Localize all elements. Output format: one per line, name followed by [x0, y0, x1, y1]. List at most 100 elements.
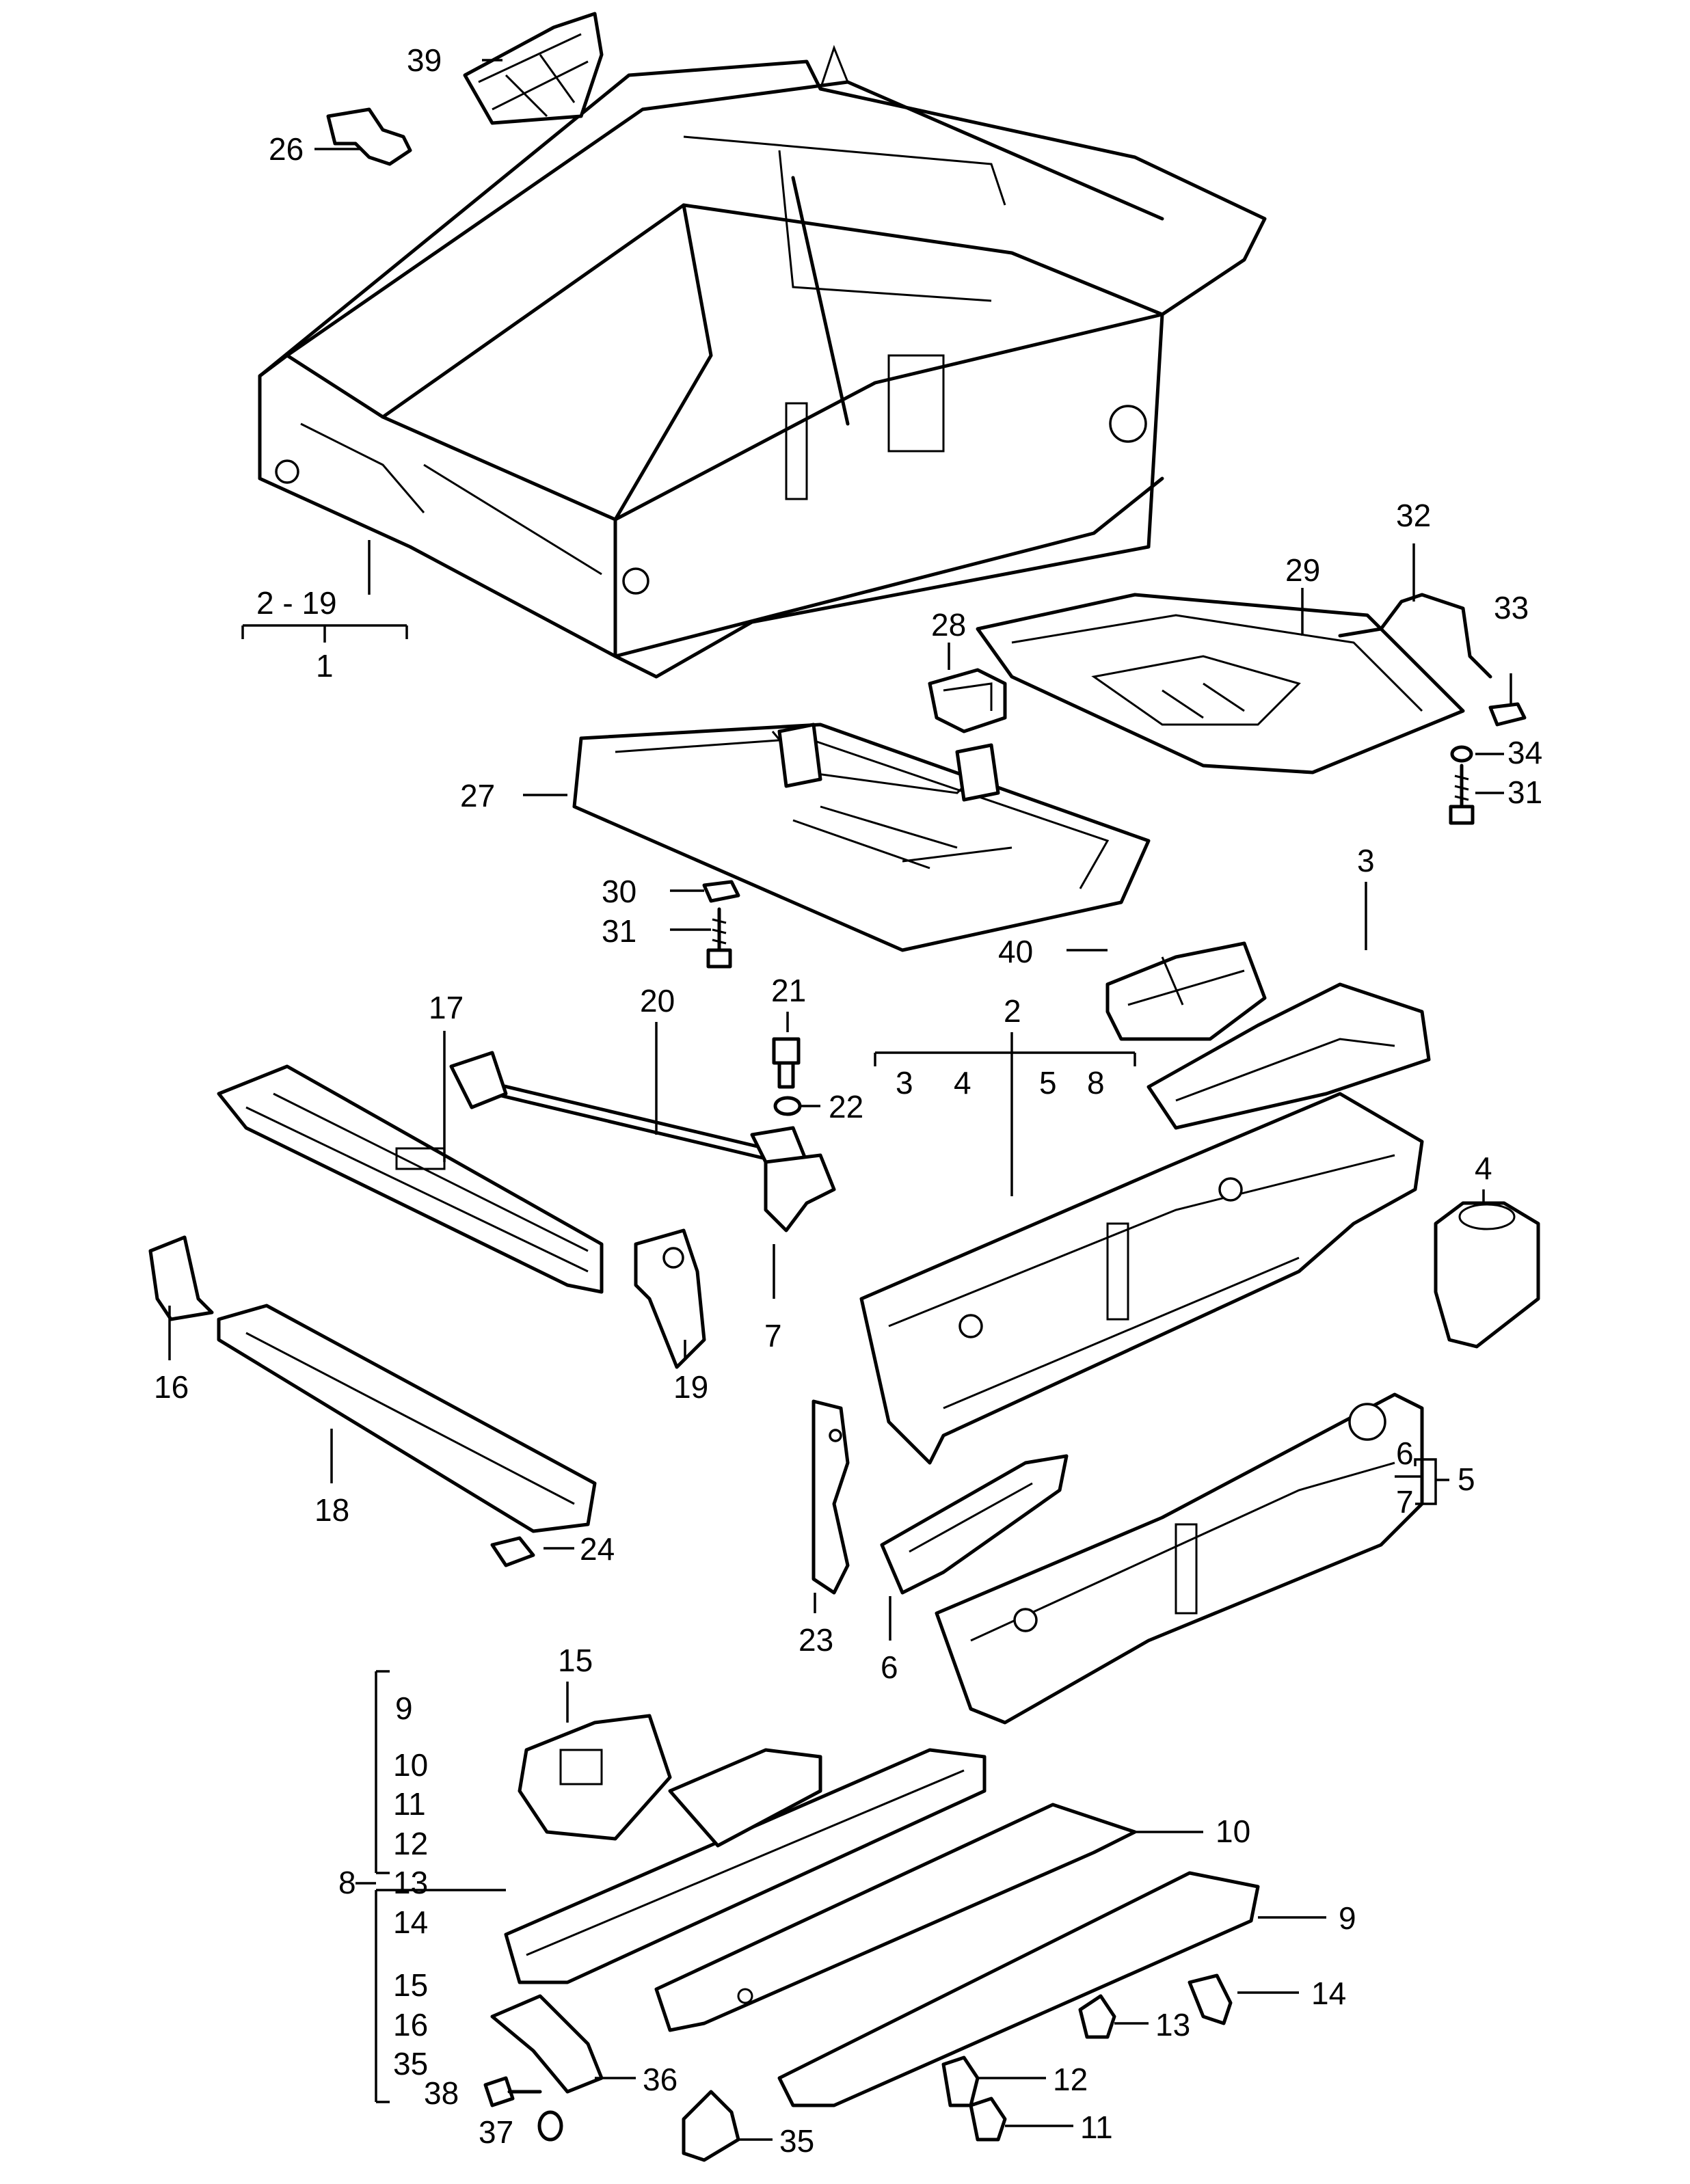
part-37-washer — [537, 2110, 563, 2142]
callout-2-sub-8: 8 — [1087, 1065, 1105, 1101]
callout-39: 39 — [407, 42, 442, 78]
part-13-cap — [1078, 1994, 1116, 2039]
part-21-bolt — [772, 1037, 801, 1089]
callout-31-lower: 31 — [602, 913, 636, 949]
callout-37: 37 — [479, 2114, 513, 2150]
callout-11: 11 — [1080, 2109, 1113, 2145]
part-7-bracket — [764, 1153, 836, 1232]
callout-22: 22 — [829, 1089, 863, 1124]
callout-36: 36 — [643, 2062, 678, 2097]
leader-lines — [168, 59, 1512, 2141]
part-3-panel — [1146, 982, 1431, 1130]
part-26-bracket — [326, 107, 412, 166]
callout-9: 9 — [1339, 1900, 1356, 1936]
part-10-rail — [654, 1803, 1137, 2032]
callout-2: 2 — [1004, 993, 1021, 1029]
callout-28: 28 — [931, 607, 966, 643]
callout-26: 26 — [269, 131, 304, 167]
part-2-side-member-assembly — [859, 1092, 1424, 1465]
callout-2-sub-5: 5 — [1039, 1065, 1057, 1101]
callout-7-upper: 7 — [764, 1318, 782, 1353]
callout-13: 13 — [1155, 2007, 1190, 2043]
callout-17: 17 — [429, 990, 464, 1025]
part-17-crossmember — [217, 1064, 604, 1294]
part-38-bolt — [483, 2076, 542, 2107]
part-29-floor-panel — [976, 593, 1465, 774]
part-24-nut — [490, 1536, 535, 1567]
callout-12: 12 — [1053, 2062, 1088, 2097]
callout-2-19: 2 - 19 — [256, 585, 337, 621]
callout-8-sub-15: 15 — [393, 1967, 428, 2003]
part-11-cap — [969, 2097, 1007, 2142]
callout-10: 10 — [1216, 1814, 1250, 1849]
part-36-bracket — [490, 1994, 604, 2094]
part-33-clip — [1488, 702, 1527, 727]
callout-8-sub-10: 10 — [393, 1747, 428, 1783]
part-19-bracket — [634, 1228, 706, 1369]
callout-5-sub-6: 6 — [1396, 1435, 1414, 1471]
part-4-strut-tower — [1434, 1201, 1540, 1349]
callout-5-sub-7: 7 — [1396, 1484, 1414, 1520]
callout-34: 34 — [1507, 735, 1542, 770]
callout-8-sub-35: 35 — [393, 2046, 428, 2081]
part-35-bracket — [682, 2090, 740, 2162]
callout-32: 32 — [1396, 498, 1431, 533]
callout-8-sub-9: 9 — [395, 1690, 413, 1726]
part-23-plate — [812, 1399, 850, 1595]
callout-18: 18 — [314, 1492, 349, 1528]
callout-40: 40 — [998, 934, 1033, 969]
callout-24: 24 — [580, 1531, 615, 1567]
callout-35: 35 — [779, 2123, 814, 2159]
callout-8-sub-14: 14 — [393, 1904, 428, 1940]
callout-4: 4 — [1475, 1150, 1492, 1186]
part-31-screw-upper — [1449, 764, 1475, 825]
callout-8-sub-16: 16 — [393, 2007, 428, 2043]
callout-29: 29 — [1285, 552, 1320, 588]
callout-8: 8 — [338, 1865, 356, 1900]
part-6-member — [880, 1454, 1069, 1595]
callout-14: 14 — [1311, 1976, 1346, 2011]
part-16-bracket — [148, 1235, 214, 1321]
callout-2-sub-4: 4 — [954, 1065, 971, 1101]
part-15-bracket — [518, 1714, 672, 1841]
callout-23: 23 — [799, 1622, 833, 1658]
part-22-washer — [773, 1096, 802, 1116]
part-20-tie-rod — [449, 1051, 809, 1178]
callout-2-sub-3: 3 — [896, 1065, 913, 1101]
part-40-reinforcement — [1105, 941, 1267, 1041]
part-18-crossmember — [217, 1304, 597, 1533]
part-34-washer — [1450, 745, 1473, 763]
part-28-mount — [928, 668, 1007, 733]
callout-27: 27 — [460, 778, 495, 813]
callout-33: 33 — [1494, 590, 1529, 625]
part-8-rail-assembly — [504, 1748, 987, 1984]
part-30-clip — [702, 880, 740, 903]
callout-21: 21 — [771, 973, 806, 1008]
callout-15: 15 — [558, 1643, 593, 1678]
part-9-rail — [777, 1871, 1260, 2107]
callout-8-sub-11: 11 — [393, 1786, 426, 1822]
callout-8-sub-13: 13 — [393, 1865, 428, 1900]
part-31-screw-lower — [706, 907, 732, 969]
callout-19: 19 — [673, 1369, 708, 1405]
part-32-strap — [1338, 593, 1492, 679]
callout-3: 3 — [1357, 843, 1375, 878]
part-27-floor-panel — [572, 723, 1151, 952]
callout-8-sub-12: 12 — [393, 1826, 428, 1861]
part-12-cap — [941, 2055, 980, 2107]
part-14-bracket — [1188, 1973, 1233, 2025]
part-5-side-panel-assembly — [935, 1392, 1424, 1725]
callout-16: 16 — [154, 1369, 189, 1405]
callout-6-lower: 6 — [881, 1649, 898, 1685]
part-39-bracket — [463, 12, 604, 125]
callout-30: 30 — [602, 874, 636, 909]
callout-1: 1 — [316, 648, 334, 684]
callout-38: 38 — [424, 2075, 459, 2111]
callout-labels: 39 26 2 - 19 1 28 29 32 33 34 31 27 30 3… — [154, 42, 1542, 2159]
callout-20: 20 — [640, 983, 675, 1019]
part-front-body-shell — [258, 44, 1267, 679]
callout-31-upper: 31 — [1507, 774, 1542, 810]
callout-5: 5 — [1458, 1461, 1475, 1497]
